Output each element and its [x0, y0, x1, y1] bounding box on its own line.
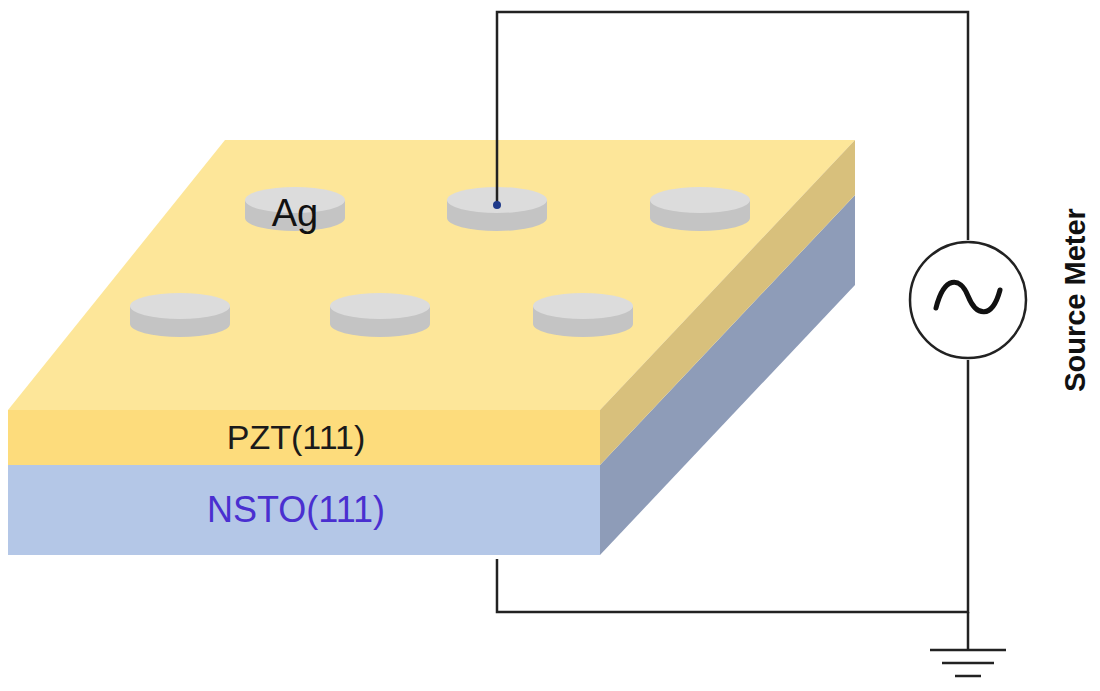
ag-electrode: Ag: [255, 190, 335, 237]
ag-electrodes: [130, 187, 750, 337]
pzt-front: [8, 410, 600, 465]
node-label: Source Meter: [1059, 208, 1092, 392]
wire: [497, 360, 968, 612]
pzt-side: [600, 140, 855, 465]
probe-wire: [497, 12, 968, 240]
source-meter: Source Meter: [908, 240, 1028, 360]
node-label: NSTO(111): [207, 489, 385, 531]
nsto-layer: NSTO(111): [8, 465, 600, 555]
electrode-top: [330, 293, 430, 319]
electrode-top: [533, 293, 633, 319]
pzt-layer: PZT(111): [8, 410, 600, 465]
nsto-front: [8, 465, 600, 555]
electrode-top: [130, 293, 230, 319]
node-label: PZT(111): [227, 418, 366, 457]
electrode-top: [650, 187, 750, 213]
probe-tip: [493, 201, 501, 209]
node-label: Ag: [272, 192, 318, 235]
ground-symbol: [930, 612, 1006, 676]
ac-source-symbol: [908, 240, 1028, 360]
